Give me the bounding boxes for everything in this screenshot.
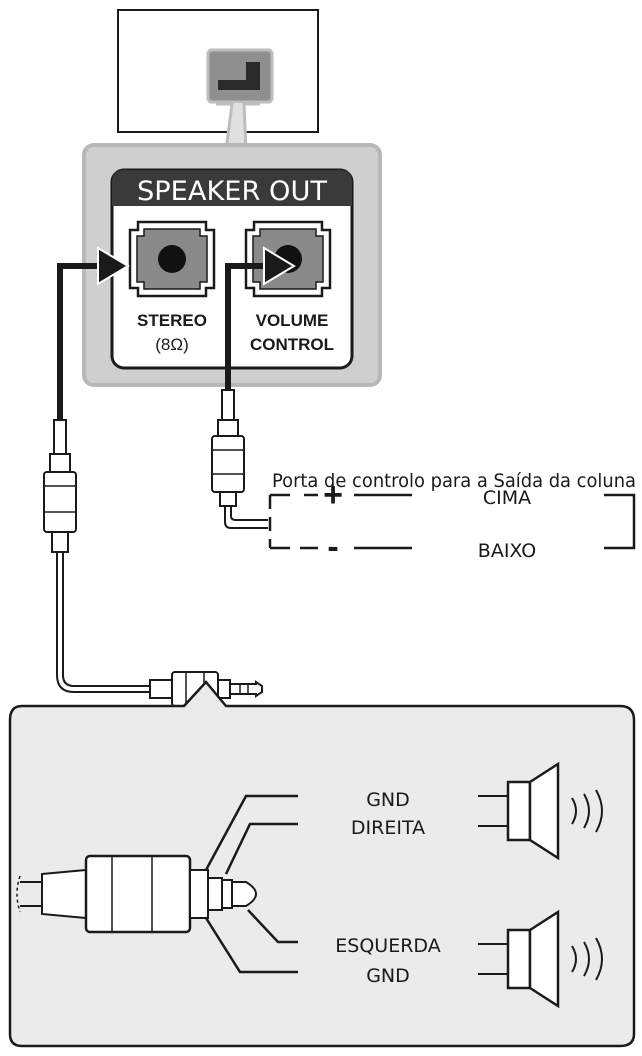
control-port-caption: Porta de controlo para a Saída da coluna <box>272 470 636 492</box>
left-channel-label: ESQUERDA <box>335 935 440 957</box>
stereo-impedance-label: (8Ω) <box>155 335 189 354</box>
volume-jack-label-2: CONTROL <box>250 335 334 354</box>
down-label: BAIXO <box>478 540 536 562</box>
speaker-icon-right <box>478 761 603 861</box>
volume-control-jack[interactable] <box>244 220 332 298</box>
stereo-jack[interactable] <box>128 220 216 298</box>
volume-jack-label: VOLUME <box>256 311 329 330</box>
stereo-cable <box>43 246 150 693</box>
panel-title: SPEAKER OUT <box>137 176 327 207</box>
right-channel-label: DIREITA <box>351 817 425 839</box>
gnd-top-label: GND <box>366 789 410 811</box>
control-port-wiring: Porta de controlo para a Saída da coluna… <box>268 470 636 566</box>
speaker-icon-left <box>478 909 603 1009</box>
gnd-bottom-label: GND <box>366 965 410 987</box>
volume-control-cable <box>211 246 296 529</box>
up-label: CIMA <box>483 487 531 509</box>
plug-detail-callout: GND DIREITA ESQUERDA GND <box>8 680 636 1048</box>
plus-symbol: + <box>323 476 343 514</box>
minus-symbol: - <box>327 528 338 566</box>
stereo-jack-label: STEREO <box>137 311 207 330</box>
device-box <box>117 9 319 152</box>
